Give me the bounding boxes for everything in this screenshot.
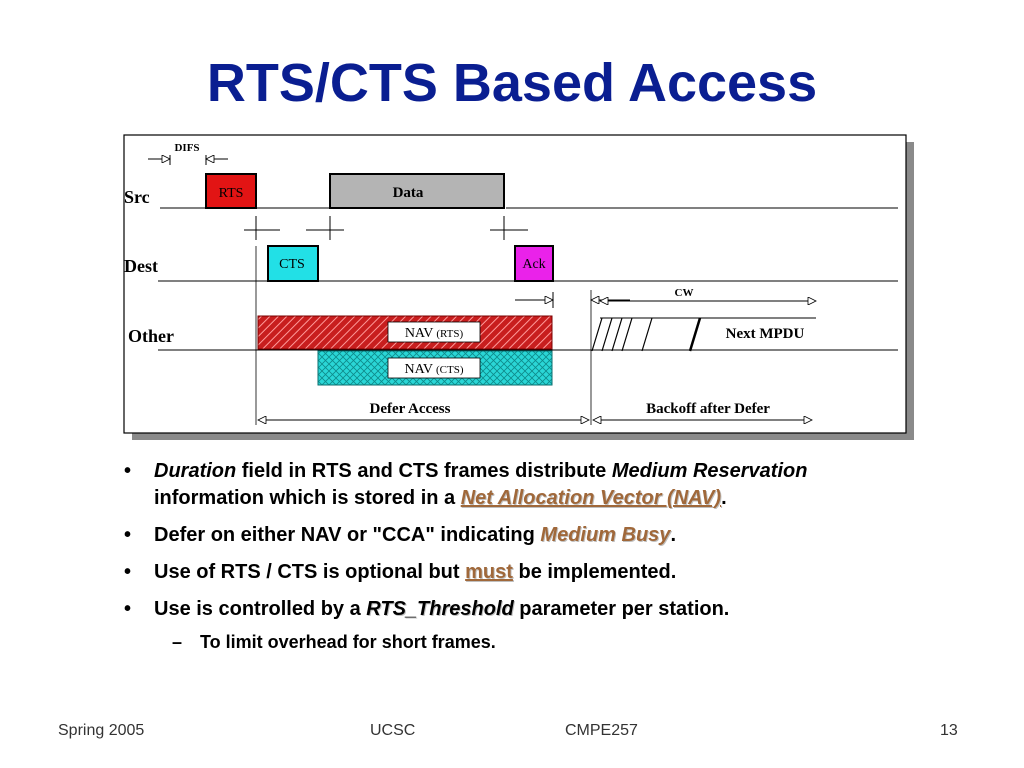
footer-org: UCSC [370, 722, 416, 739]
cts-frame [267, 245, 319, 282]
bullet-duration: • Duration field in RTS and CTS frames d… [124, 460, 808, 509]
row-label-src: Src [124, 187, 150, 207]
ack-frame [514, 245, 554, 282]
backoff-label: Backoff after Defer [646, 401, 770, 417]
bullet-optional: • Use of RTS / CTS is optional but must … [120, 559, 920, 586]
bullet-dot: • [124, 524, 132, 546]
bullet-dot: • [124, 561, 132, 583]
cts-label: CTS [279, 257, 305, 272]
nav-cts-label: NAV(CTS) [404, 362, 463, 377]
difs-label: DIFS [174, 142, 199, 154]
backoff-slots [591, 317, 702, 352]
defer-access-label: Defer Access [370, 401, 451, 417]
nav-rts-label: NAV(RTS) [405, 326, 464, 341]
bullet-dot: • [124, 598, 132, 620]
data-frame [329, 173, 505, 209]
sub-bullet-overhead: – To limit overhead for short frames. [120, 629, 920, 656]
cw-label: CW [675, 287, 694, 299]
sub-bullet-dash: – [172, 632, 183, 652]
row-label-other: Other [128, 326, 174, 346]
bullet-list: • Duration field in RTS and CTS frames d… [120, 458, 920, 656]
ack-label: Ack [522, 257, 545, 272]
data-label: Data [393, 185, 424, 201]
footer-date: Spring 2005 [58, 722, 145, 739]
slide-title: RTS/CTS Based Access [206, 53, 818, 113]
nav-cts-bar [317, 350, 553, 386]
rts-label: RTS [219, 186, 244, 201]
footer-page-number: 13 [940, 722, 958, 739]
row-label-dest: Dest [124, 256, 158, 276]
rts-threshold-term: RTS_Threshold [366, 598, 514, 620]
footer-course: CMPE257 [565, 722, 638, 739]
nav-term: Net Allocation Vector (NAV) [460, 487, 722, 509]
bullet-defer: • Defer on either NAV or "CCA" indicatin… [120, 522, 920, 549]
next-mpdu-label: Next MPDU [726, 326, 805, 342]
medium-busy-term: Medium Busy [540, 524, 671, 546]
bullet-dot: • [124, 460, 132, 482]
bullet-threshold: • Use is controlled by a RTS_Threshold p… [120, 596, 920, 623]
rts-cts-timing-diagram: DIFS Src Dest Other RTS Data CTS Ack CW … [123, 134, 914, 440]
rts-frame [205, 173, 257, 209]
must-term: must [465, 561, 513, 583]
